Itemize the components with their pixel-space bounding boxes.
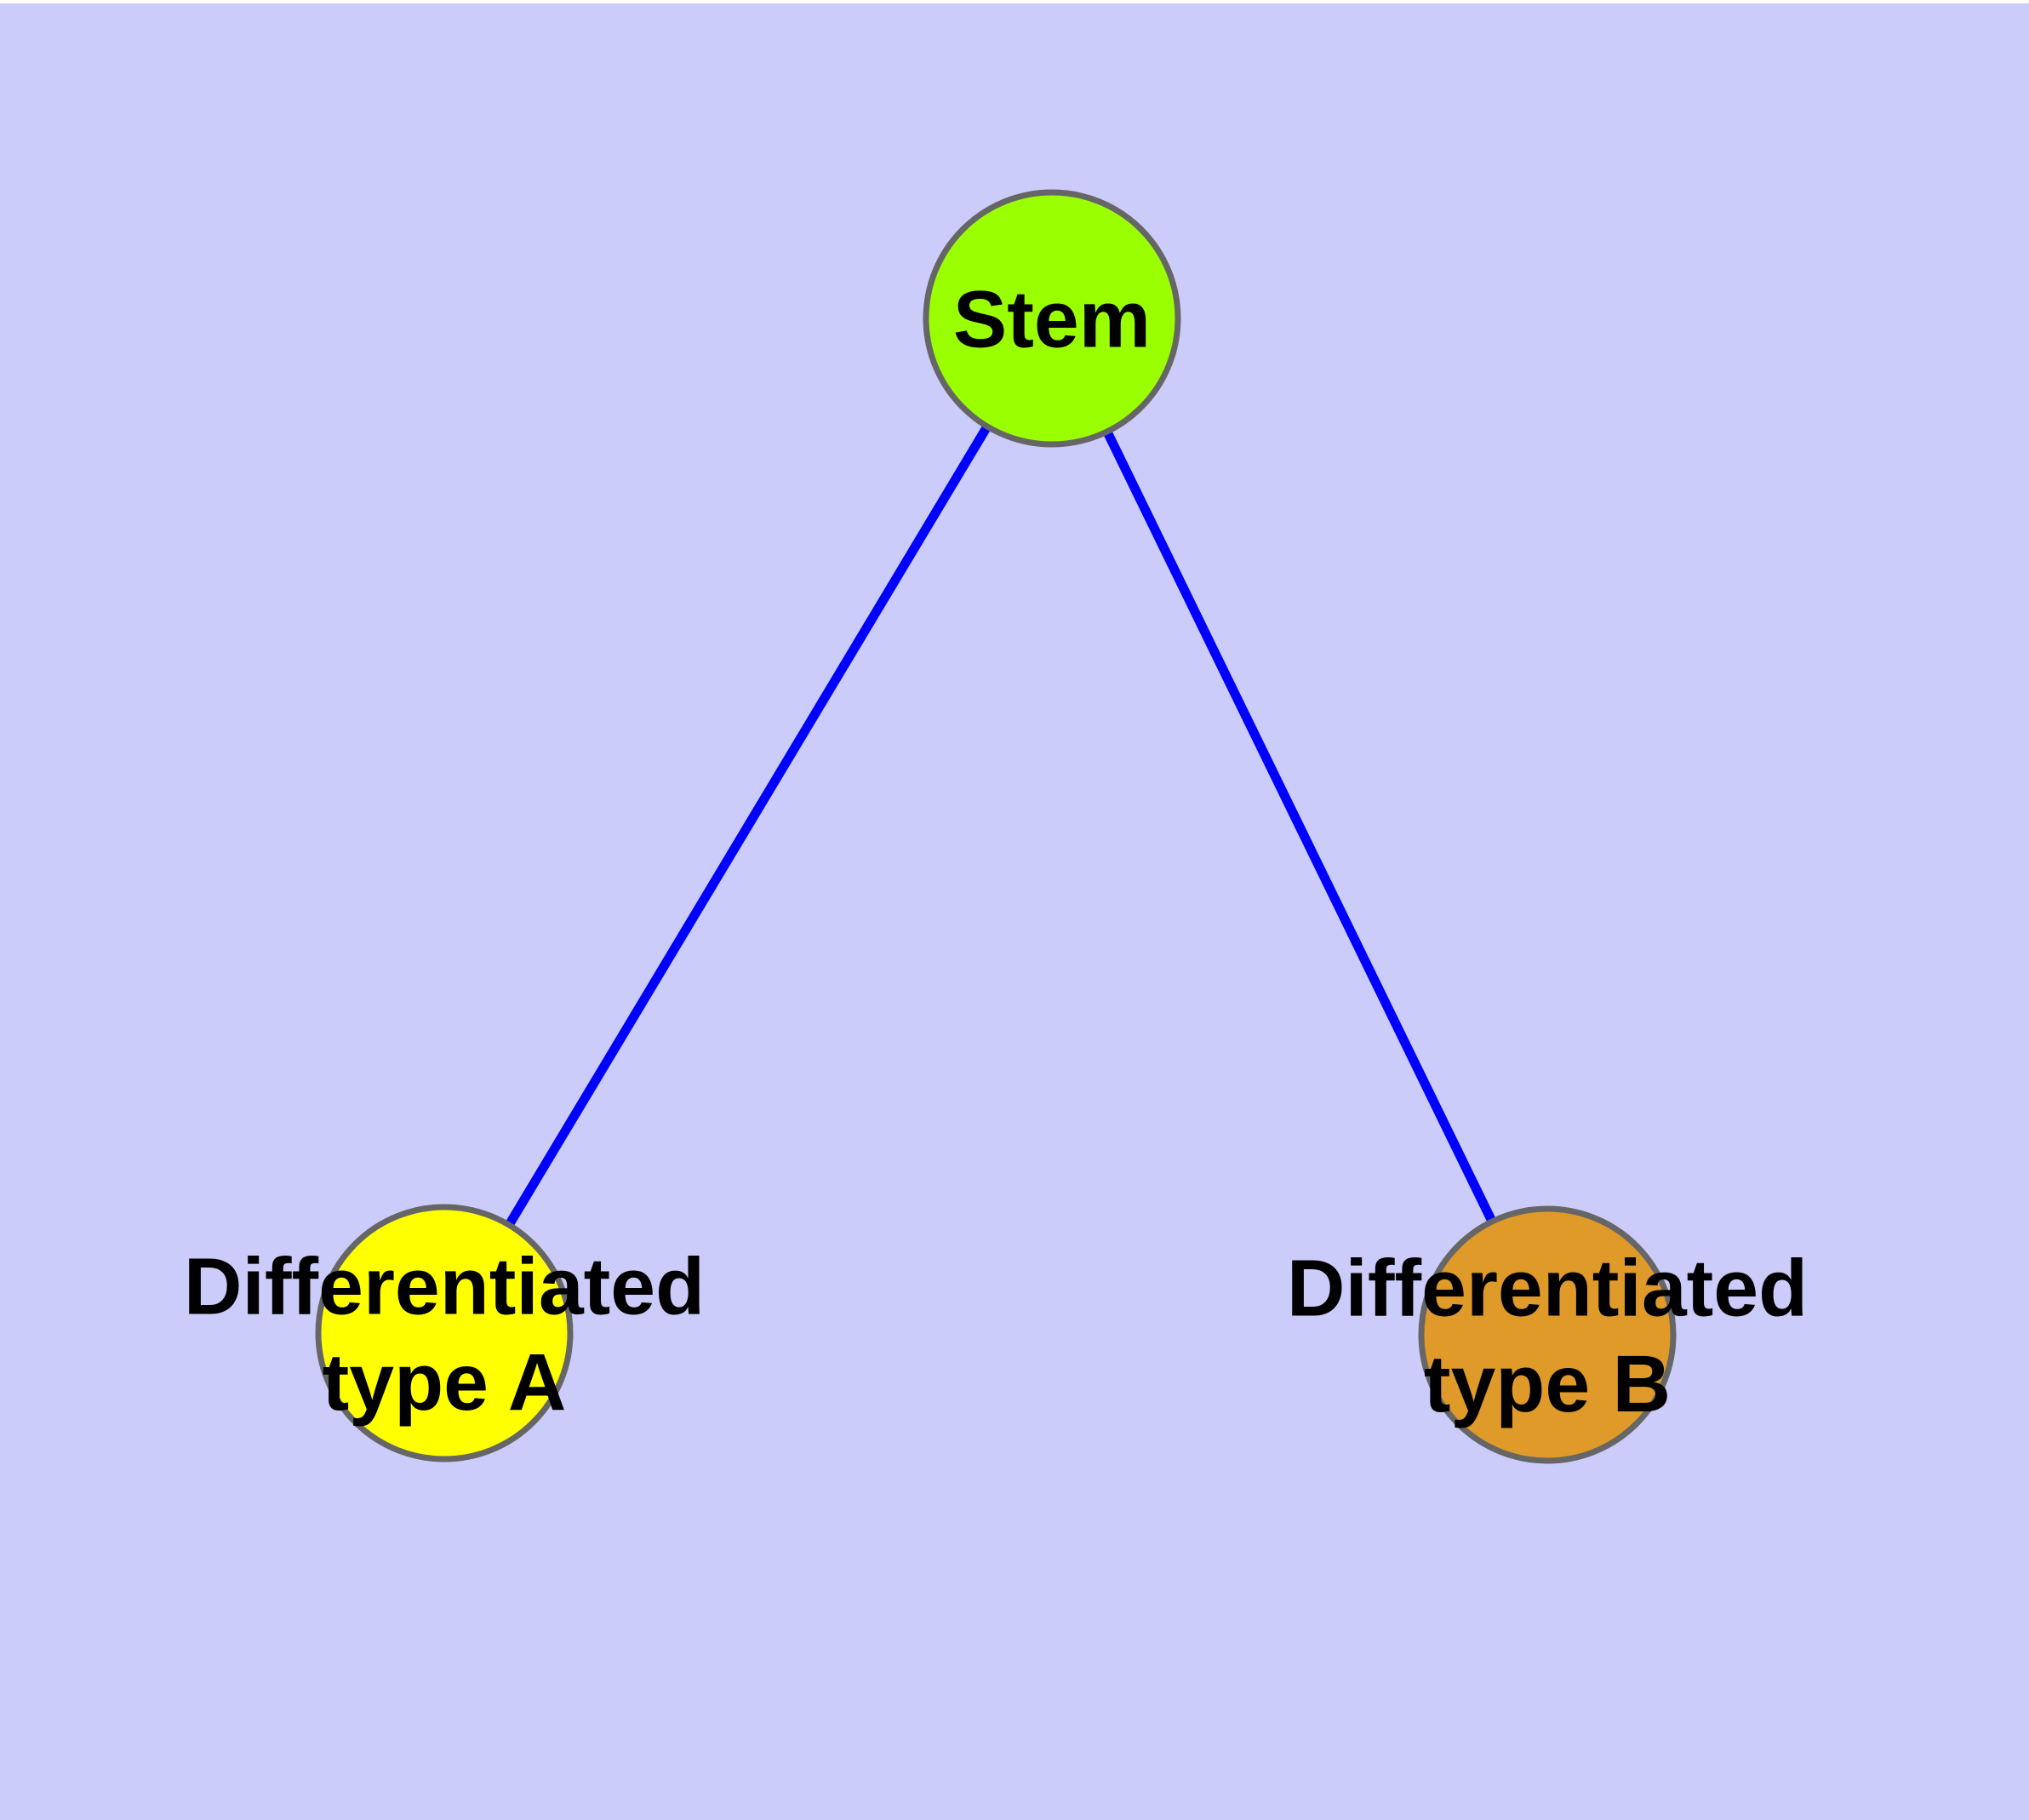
node-label-line: Stem	[953, 275, 1151, 365]
graph-edge-stem-to-a	[506, 425, 991, 1227]
node-circle-stem[interactable]	[923, 189, 1181, 448]
node-label-stem: Stem	[953, 275, 1151, 365]
node-label-line: type A	[323, 1337, 567, 1428]
node-label-line: Differentiated	[1287, 1244, 1808, 1334]
edges-group	[506, 425, 1496, 1227]
node-label-line: Differentiated	[184, 1242, 705, 1332]
node-label-line: type B	[1424, 1339, 1671, 1429]
node-circle-diff_a[interactable]	[315, 1204, 574, 1462]
graph-edge-stem-to-b	[1103, 431, 1496, 1222]
graph-node-stem[interactable]: Stem	[923, 189, 1181, 448]
node-circle-diff_b[interactable]	[1418, 1205, 1677, 1464]
canvas-top-edge	[0, 0, 2029, 3]
